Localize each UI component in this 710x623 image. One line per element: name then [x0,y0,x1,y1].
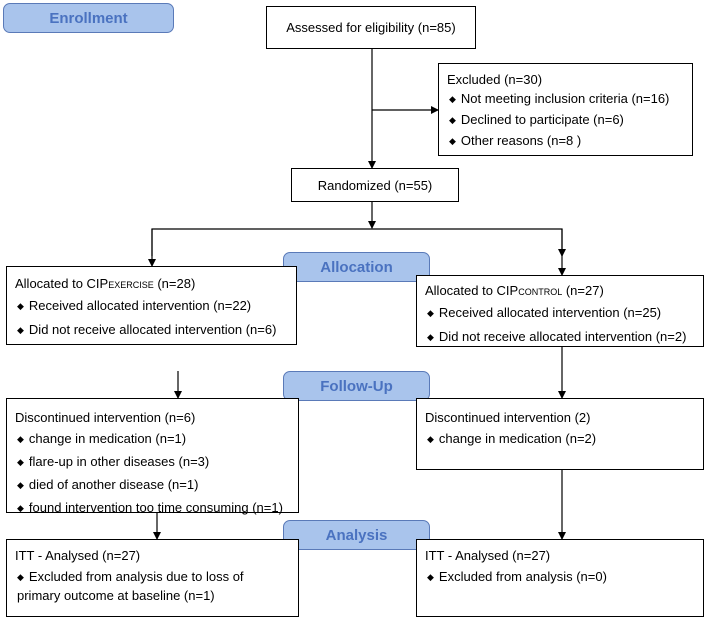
list-item: ◆Declined to participate (n=6) [449,112,624,127]
analysis-left-title: ITT - Analysed (n=27) [15,548,141,563]
assessed-box: Assessed for eligibility (n=85) [266,6,476,49]
list-item: ◆flare-up in other diseases (n=3) [17,454,210,469]
stage-analysis: Analysis [283,520,430,550]
allocation-left-box: Allocated to CIPEXERCISE (n=28) ◆Receive… [6,266,297,345]
bullet-diamond-icon: ◆ [17,457,24,467]
allocation-right-box: Allocated to CIPCONTROL (n=27) ◆Received… [416,275,704,347]
list-item: ◆change in medication (n=2) [427,431,597,446]
bullet-diamond-icon: ◆ [17,503,24,513]
list-item: ◆Did not receive allocated intervention … [427,329,687,344]
bullet-diamond-icon: ◆ [449,94,456,104]
allocation-right-title: Allocated to CIPCONTROL (n=27) [425,283,604,298]
list-item: ◆Not meeting inclusion criteria (n=16) [449,91,670,106]
bullet-diamond-icon: ◆ [427,572,434,582]
bullet-diamond-icon: ◆ [427,332,434,342]
followup-left-box: Discontinued intervention (n=6) ◆change … [6,398,299,515]
followup-right-box: Discontinued intervention (2) ◆change in… [416,398,704,470]
stage-enrollment: Enrollment [3,3,174,33]
list-item: ◆Received allocated intervention (n=25) [427,305,662,320]
list-item: ◆found intervention too time consuming (… [17,500,283,515]
list-item: ◆change in medication (n=1) [17,431,187,446]
list-item: ◆Excluded from analysis due to loss of p… [17,569,244,603]
bullet-diamond-icon: ◆ [17,301,24,311]
list-item: ◆Received allocated intervention (n=22) [17,298,252,313]
followup-left-title: Discontinued intervention (n=6) [15,410,196,425]
bullet-diamond-icon: ◆ [17,434,24,444]
analysis-right-box: ITT - Analysed (n=27) ◆Excluded from ana… [416,539,704,617]
randomized-box: Randomized (n=55) [291,168,459,202]
randomized-text: Randomized (n=55) [317,177,433,193]
allocation-left-title: Allocated to CIPEXERCISE (n=28) [15,276,196,291]
bullet-diamond-icon: ◆ [449,115,456,125]
bullet-diamond-icon: ◆ [427,308,434,318]
stage-follow-up: Follow-Up [283,371,430,401]
bullet-diamond-icon: ◆ [17,572,24,582]
bullet-diamond-icon: ◆ [17,325,24,335]
assessed-text: Assessed for eligibility (n=85) [286,20,456,35]
list-item: ◆Did not receive allocated intervention … [17,322,277,337]
bullet-diamond-icon: ◆ [427,434,434,444]
list-item: ◆Other reasons (n=8 ) [449,133,582,148]
analysis-left-box: ITT - Analysed (n=27) ◆Excluded from ana… [6,539,299,617]
followup-right-title: Discontinued intervention (2) [425,410,591,425]
excluded-box: Excluded (n=30) ◆Not meeting inclusion c… [438,63,693,156]
analysis-right-title: ITT - Analysed (n=27) [425,548,551,563]
excluded-title: Excluded (n=30) [447,72,543,87]
list-item: ◆Excluded from analysis (n=0) [427,569,607,584]
bullet-diamond-icon: ◆ [17,480,24,490]
list-item: ◆died of another disease (n=1) [17,477,199,492]
stage-allocation: Allocation [283,252,430,282]
bullet-diamond-icon: ◆ [449,136,456,146]
